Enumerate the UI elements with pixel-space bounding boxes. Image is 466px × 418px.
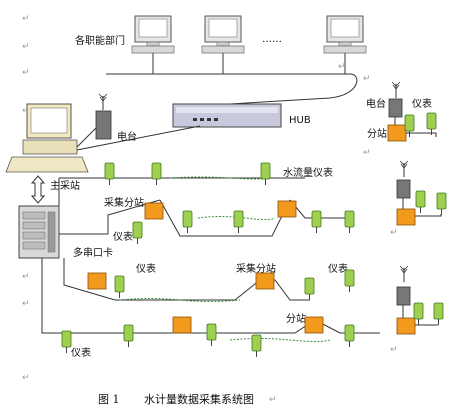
svg-text:↵: ↵	[22, 42, 30, 52]
substation-icon	[277, 200, 297, 218]
computer-icon	[5, 103, 89, 173]
meter-icon	[104, 162, 115, 186]
substation-icon	[255, 272, 275, 290]
meter-icon	[344, 324, 355, 348]
substation-label-row4: 分站	[286, 312, 306, 325]
substation-icon	[304, 316, 324, 334]
substation-icon	[396, 317, 416, 335]
svg-text:↵: ↵	[22, 14, 30, 24]
meter-icon	[426, 112, 437, 136]
radio-station-label: 电台	[117, 130, 137, 143]
svg-text:↵: ↵	[22, 299, 30, 309]
department-computer-1	[131, 15, 175, 54]
meter-label-row4: 仪表	[71, 346, 91, 359]
remote-station-2	[396, 160, 447, 226]
meter-icon	[260, 162, 271, 186]
main-station-computer	[5, 103, 89, 173]
collection-substation-label-row3: 采集分站	[236, 262, 276, 275]
svg-text:↵: ↵	[390, 228, 398, 238]
computer-icon	[131, 15, 175, 54]
remote-meter-label: 仪表	[412, 97, 432, 110]
meter-icon	[415, 190, 426, 214]
remote-station-1	[387, 81, 437, 142]
remote-substation-label: 分站	[367, 127, 387, 140]
remote-station-3	[396, 265, 444, 335]
meter-icon	[114, 275, 125, 299]
server-rack-icon	[18, 205, 60, 259]
meter-icon	[311, 210, 322, 234]
svg-text:↵: ↵	[338, 62, 346, 72]
radio-antenna-icon	[98, 93, 108, 111]
substation-icon	[396, 208, 416, 226]
meter-icon	[433, 302, 444, 326]
meter-icon	[151, 162, 162, 186]
meter-label-row3-right: 仪表	[328, 262, 348, 275]
meter-icon	[436, 192, 447, 216]
multi-serial-card-label: 多串口卡	[73, 246, 113, 259]
meter-label-row3-left: 仪表	[136, 262, 156, 275]
substation-icon	[87, 272, 107, 290]
collection-substation-label: 采集分站	[104, 196, 144, 209]
meter-icon	[132, 221, 143, 245]
water-meter-label: 水流量仪表	[283, 166, 333, 179]
meter-icon	[61, 330, 72, 354]
main-station-label: 主采站	[50, 179, 80, 192]
meter-icon	[182, 210, 193, 234]
meter-icon	[304, 277, 315, 301]
substation-icon	[387, 124, 407, 142]
radio-antenna-icon	[399, 265, 409, 283]
department-computer-3	[323, 15, 367, 54]
svg-text:↵: ↵	[363, 74, 371, 84]
paragraph-marks: ↵ ↵ ↵ ↵ ↵ ↵ ↵ ↵ ↵ ↵ ↵ ↵ ↵	[22, 14, 398, 405]
hub-label: HUB	[289, 115, 311, 126]
meter-label-row2: 仪表	[113, 230, 133, 243]
radio-station-central	[95, 93, 112, 140]
departments-label: 各职能部门	[75, 34, 125, 47]
meter-icon	[123, 324, 134, 348]
hub-icon	[172, 103, 282, 128]
computer-icon	[323, 15, 367, 54]
remote-radio-label: 电台	[366, 97, 386, 110]
svg-text:↵: ↵	[22, 106, 30, 116]
department-computer-2	[201, 15, 245, 54]
figure-title: 水计量数据采集系统图	[144, 392, 254, 406]
svg-text:↵: ↵	[363, 148, 371, 158]
meter-icon	[233, 210, 244, 234]
svg-text:↵: ↵	[22, 68, 30, 78]
svg-text:↵: ↵	[269, 395, 277, 405]
meter-icon	[251, 334, 262, 358]
svg-text:↵: ↵	[22, 272, 30, 282]
computer-icon	[201, 15, 245, 54]
radio-antenna-icon	[391, 81, 401, 99]
meter-icon	[344, 269, 355, 293]
substation-icon	[172, 316, 192, 334]
meter-icon	[206, 323, 217, 347]
figure-number: 图 1	[98, 393, 120, 406]
computer-ellipsis: ……	[262, 34, 282, 45]
department-bus	[106, 53, 358, 105]
meter-icon	[344, 210, 355, 234]
substation-icon	[144, 202, 164, 220]
svg-text:↵: ↵	[390, 345, 398, 355]
svg-text:↵: ↵	[22, 373, 30, 383]
radio-antenna-icon	[399, 160, 409, 178]
connection-arrow	[30, 175, 46, 204]
